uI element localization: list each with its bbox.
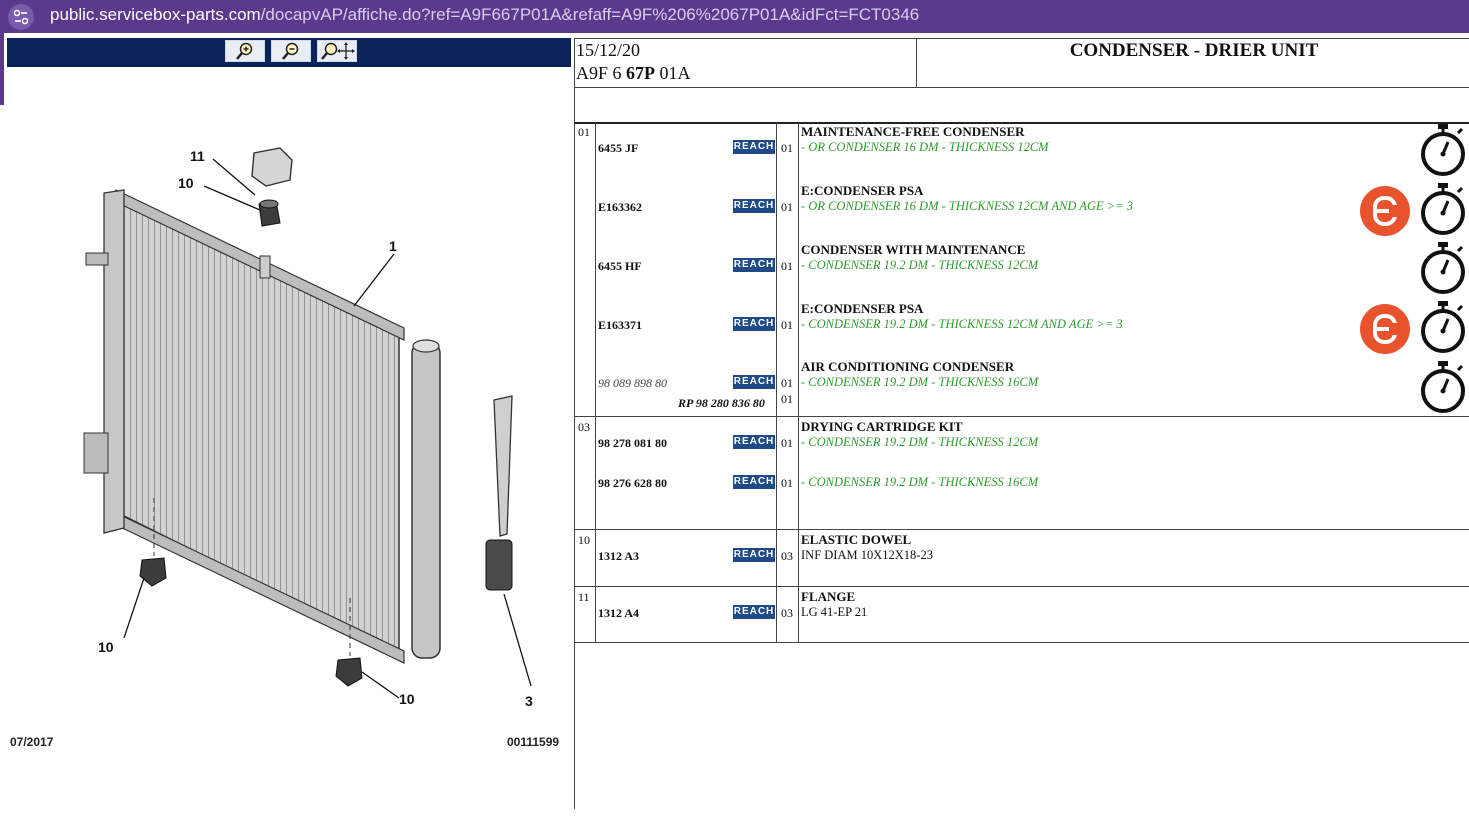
part-number[interactable]: 6455 JF: [598, 141, 639, 155]
part-title: FLANGE: [801, 589, 856, 604]
quantity: 01: [781, 476, 793, 490]
ref-part-b: 67P: [626, 63, 656, 83]
reach-badge[interactable]: REACH: [733, 375, 775, 389]
part-condition: - CONDENSER 19.2 DM - THICKNESS 12CM: [801, 435, 1039, 449]
diagram-panel: 11 10 1 10 10 3 07/2017 00111599: [4, 38, 575, 810]
part-number[interactable]: E163371: [598, 318, 643, 332]
part-number[interactable]: 1312 A3: [598, 549, 640, 563]
quantity: 01: [781, 318, 793, 332]
flange-part: [251, 147, 293, 187]
page-bottom: [0, 809, 1469, 824]
part-title: CONDENSER WITH MAINTENANCE: [801, 242, 1026, 257]
drier-bottle: [411, 342, 441, 659]
reach-badge[interactable]: REACH: [733, 605, 775, 619]
part-number[interactable]: 98 089 898 80: [598, 376, 667, 390]
callout-3: 3: [525, 693, 533, 709]
header-date: 15/12/20: [576, 40, 641, 60]
callout-10-top: 10: [178, 175, 194, 191]
part-title: DRYING CARTRIDGE KIT: [801, 419, 963, 434]
part-number[interactable]: E163362: [598, 200, 643, 214]
part-number[interactable]: 6455 HF: [598, 259, 642, 273]
stopwatch-icon[interactable]: [1417, 301, 1469, 353]
callout-10-left: 10: [98, 639, 114, 655]
quantity: 01: [781, 392, 793, 406]
part-number[interactable]: 98 278 081 80: [598, 436, 667, 450]
zoom-out-button[interactable]: [271, 40, 311, 62]
zoom-in-icon: [236, 42, 253, 60]
part-spec: LG 41-EP 21: [801, 605, 868, 619]
browser-side-strip: [0, 33, 4, 105]
zoom-toolbar: [7, 38, 571, 67]
quantity: 01: [781, 141, 793, 155]
exploded-parts-diagram[interactable]: 11 10 1 10 10 3: [4, 78, 574, 768]
zoom-out-icon: [282, 42, 299, 60]
diagram-date: 07/2017: [10, 735, 54, 749]
header-ref: A9F 6 67P 01A: [576, 63, 691, 84]
quantity: 03: [781, 549, 793, 563]
browser-address-bar[interactable]: public.servicebox-parts.com/docapvAP/aff…: [0, 0, 1469, 33]
quantity: 03: [781, 606, 793, 620]
reach-badge[interactable]: REACH: [733, 317, 775, 331]
diagram-ref: 00111599: [507, 735, 560, 749]
quantity: 01: [781, 436, 793, 450]
reach-badge[interactable]: REACH: [733, 435, 775, 449]
item-number: 03: [578, 420, 590, 434]
callout-1: 1: [389, 238, 397, 254]
stopwatch-icon[interactable]: [1417, 183, 1469, 235]
callout-11: 11: [190, 148, 205, 164]
part-title: ELASTIC DOWEL: [801, 532, 912, 547]
part-number[interactable]: 1312 A4: [598, 606, 640, 620]
reach-badge[interactable]: REACH: [733, 548, 775, 562]
reach-badge[interactable]: REACH: [733, 140, 775, 154]
page-title: CONDENSER - DRIER UNIT: [1069, 40, 1319, 61]
zoom-pan-button[interactable]: [317, 40, 357, 62]
part-title: MAINTENANCE-FREE CONDENSER: [801, 124, 1025, 139]
quantity: 01: [781, 259, 793, 273]
part-title: E:CONDENSER PSA: [801, 183, 924, 198]
item-number: 10: [578, 533, 590, 547]
part-number[interactable]: 98 276 628 80: [598, 476, 667, 490]
part-condition: - OR CONDENSER 16 DM - THICKNESS 12CM AN…: [801, 199, 1134, 213]
part-spec: INF DIAM 10X12X18-23: [801, 548, 933, 562]
reach-badge[interactable]: REACH: [733, 258, 775, 272]
url-text[interactable]: public.servicebox-parts.com/docapvAP/aff…: [50, 5, 919, 25]
stopwatch-icon[interactable]: [1417, 124, 1469, 176]
url-path: /docapvAP/affiche.do?ref=A9F667P01A&refa…: [260, 5, 920, 24]
part-condition: - CONDENSER 19.2 DM - THICKNESS 12CM AND…: [801, 317, 1123, 331]
reach-badge[interactable]: REACH: [733, 199, 775, 213]
zoom-pan-icon: [321, 42, 355, 60]
parts-list-panel: 15/12/20 A9F 6 67P 01A CONDENSER - DRIER…: [574, 38, 1469, 810]
quantity: 01: [781, 200, 793, 214]
e-parts-icon[interactable]: [1359, 303, 1411, 355]
ref-part-c: 01A: [655, 63, 691, 83]
replacement-part-number[interactable]: RP 98 280 836 80: [678, 396, 765, 410]
part-condition: - CONDENSER 19.2 DM - THICKNESS 16CM: [801, 475, 1039, 489]
part-title: AIR CONDITIONING CONDENSER: [801, 359, 1015, 374]
e-parts-icon[interactable]: [1359, 185, 1411, 237]
item-number: 01: [578, 125, 590, 139]
part-title: E:CONDENSER PSA: [801, 301, 924, 316]
site-settings-icon[interactable]: [8, 4, 34, 30]
ref-part-a: A9F 6: [576, 63, 627, 83]
item-number: 11: [578, 590, 590, 604]
stopwatch-icon[interactable]: [1417, 242, 1469, 294]
part-condition: - CONDENSER 19.2 DM - THICKNESS 12CM: [801, 258, 1039, 272]
drying-cartridge: [493, 395, 513, 537]
part-condition: - OR CONDENSER 16 DM - THICKNESS 12CM: [801, 140, 1049, 154]
callout-10-bottom: 10: [399, 691, 415, 707]
stopwatch-icon[interactable]: [1417, 361, 1469, 413]
zoom-in-button[interactable]: [225, 40, 265, 62]
quantity: 01: [781, 376, 793, 390]
url-domain: public.servicebox-parts.com: [50, 5, 261, 24]
part-condition: - CONDENSER 19.2 DM - THICKNESS 16CM: [801, 375, 1039, 389]
reach-badge[interactable]: REACH: [733, 475, 775, 489]
